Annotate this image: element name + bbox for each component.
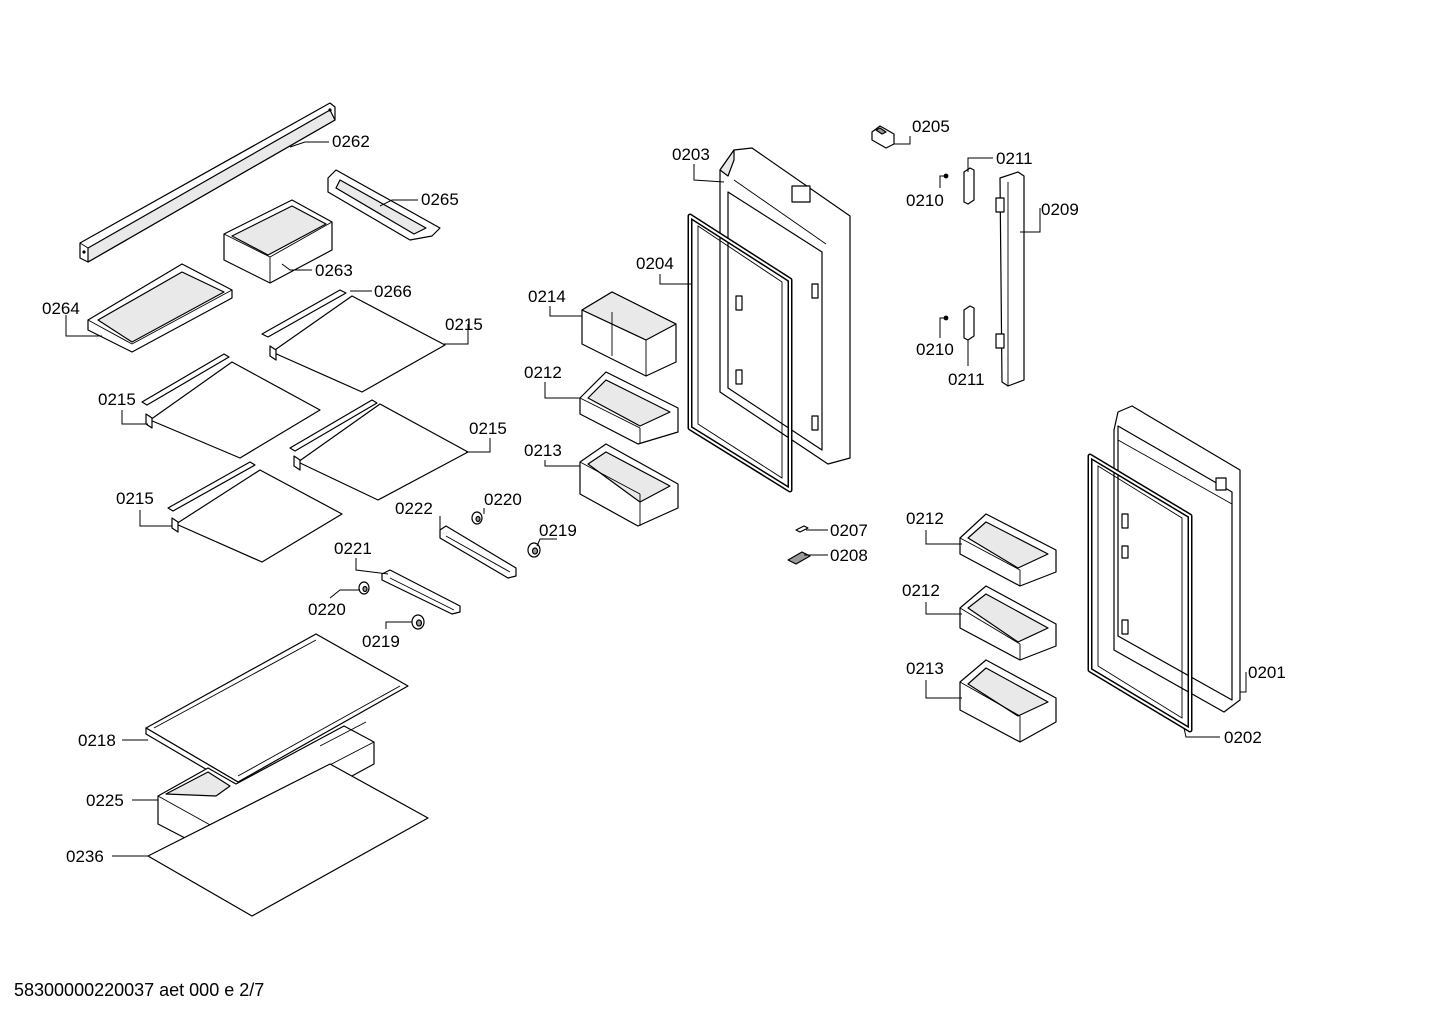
label-0202: 0202 — [1224, 728, 1262, 747]
label-0219-a: 0219 — [539, 521, 577, 540]
part-0266-0215-shelf-upper — [261, 289, 446, 393]
part-0220-knob-a — [471, 511, 483, 525]
part-0202-gasket-right — [1087, 453, 1193, 733]
label-0213-b: 0213 — [906, 659, 944, 678]
label-0215-c: 0215 — [469, 419, 507, 438]
part-0219-knob-b — [411, 614, 425, 630]
part-0209-handle — [995, 171, 1025, 387]
label-0219-b: 0219 — [362, 632, 400, 651]
label-0209: 0209 — [1041, 200, 1079, 219]
label-0208: 0208 — [830, 546, 868, 565]
label-0214: 0214 — [528, 287, 566, 306]
part-0219-knob-a — [527, 542, 541, 558]
label-0211-a: 0211 — [996, 149, 1033, 168]
part-0208-bracket — [787, 551, 811, 565]
label-0265: 0265 — [421, 190, 459, 209]
part-0213-bin-right-bottom — [959, 659, 1057, 743]
label-0263: 0263 — [315, 261, 353, 280]
label-0215-a: 0215 — [445, 315, 483, 334]
part-0212-bin-middle — [579, 371, 679, 445]
label-0220-a: 0220 — [484, 490, 522, 509]
part-0201-door-right — [1113, 405, 1241, 713]
label-0221: 0221 — [334, 539, 372, 558]
label-0207: 0207 — [830, 521, 868, 540]
part-0263-bin — [223, 199, 333, 284]
label-0266: 0266 — [374, 282, 412, 301]
label-0205: 0205 — [912, 117, 950, 136]
label-0222: 0222 — [395, 499, 433, 518]
label-0212-b: 0212 — [906, 509, 944, 528]
part-0222-rail — [439, 525, 517, 579]
label-0236: 0236 — [66, 847, 104, 866]
part-0264-tray — [87, 263, 233, 353]
label-0212-a: 0212 — [524, 363, 562, 382]
part-0212-bin-right-top — [959, 513, 1057, 587]
part-0214-compartment — [581, 291, 677, 377]
label-0203: 0203 — [672, 145, 710, 164]
label-0225: 0225 — [86, 791, 124, 810]
label-0215-b: 0215 — [98, 390, 136, 409]
part-0205-cap — [871, 125, 895, 149]
label-0215-d: 0215 — [116, 489, 154, 508]
part-0213-bin-middle — [579, 443, 679, 527]
label-0212-c: 0212 — [902, 581, 940, 600]
part-0204-gasket — [687, 213, 793, 493]
part-0211-hinge-a — [963, 167, 975, 205]
label-0201: 0201 — [1248, 663, 1286, 682]
label-0211-b: 0211 — [948, 370, 985, 389]
part-0212-bin-right-middle — [959, 585, 1057, 661]
label-0220-b: 0220 — [308, 600, 346, 619]
label-0210-b: 0210 — [916, 340, 954, 359]
part-labels: 0262 0265 0263 0264 0266 0215 0215 0215 … — [42, 117, 1286, 866]
part-0215-shelf-lower-left — [167, 461, 343, 563]
part-0220-knob-b — [358, 581, 370, 595]
part-0265-holder — [327, 169, 441, 241]
leader-lines — [65, 136, 1247, 857]
part-0215-shelf-left-middle — [141, 353, 321, 459]
part-0221-rail — [381, 569, 461, 615]
part-0262-rail — [79, 102, 336, 263]
label-0262: 0262 — [332, 132, 370, 151]
part-0207-clip — [795, 525, 809, 533]
part-0211-hinge-b — [963, 305, 975, 341]
label-0210-a: 0210 — [906, 191, 944, 210]
part-0215-shelf-right-middle — [289, 399, 469, 501]
label-0218: 0218 — [78, 731, 116, 750]
label-0204: 0204 — [636, 254, 674, 273]
part-0203-door — [719, 147, 851, 465]
document-footer-id: 58300000220037 aet 000 e 2/7 — [14, 980, 265, 1000]
label-0264: 0264 — [42, 299, 80, 318]
part-0236-plate — [147, 763, 429, 917]
label-0213-a: 0213 — [524, 441, 562, 460]
